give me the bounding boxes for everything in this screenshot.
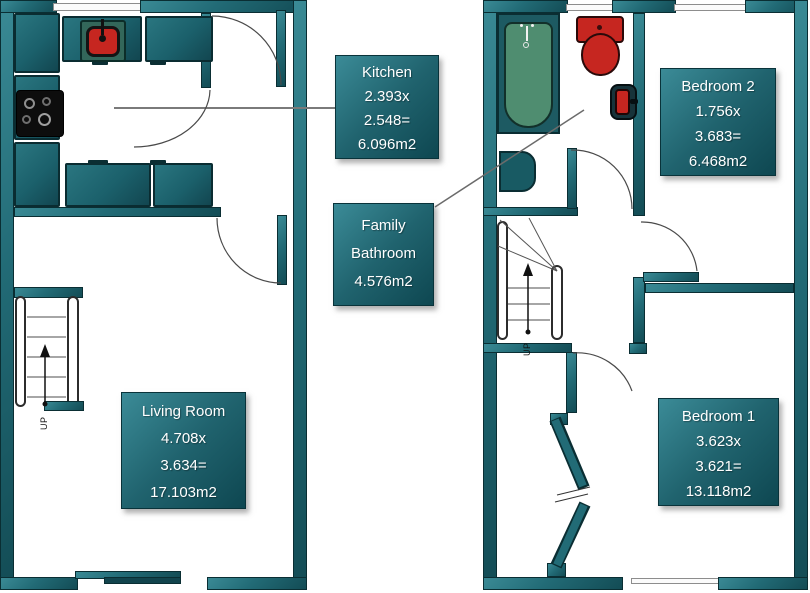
hob-burner	[38, 113, 51, 126]
gf-wall-bottom-1	[0, 577, 78, 590]
gf-kitchen-divider-wall	[14, 207, 221, 217]
bedroom2-label-name: Bedroom 2	[681, 78, 755, 95]
bedroom1-label-name: Bedroom 1	[681, 408, 756, 425]
bedroom-divider-wall	[645, 283, 794, 293]
bathroom-label-area: 4.576m2	[354, 273, 413, 290]
ff-wall-left	[483, 0, 497, 590]
bathtub-faucet-dot	[520, 24, 523, 27]
ff-wall-top-2	[612, 0, 676, 13]
stairs-rail	[15, 296, 26, 407]
bathroom-label-name2: Bathroom	[350, 245, 417, 262]
ff-window-top-2	[674, 4, 747, 11]
ff-wall-bottom-2	[718, 577, 808, 590]
ff-wall-bottom-1	[483, 577, 623, 590]
gf-stairs-top-wall	[14, 287, 83, 298]
bathtub-faucet	[526, 26, 528, 41]
stairwell-sloped-wall	[549, 416, 591, 569]
kitchen-label-dim1: 2.393x	[364, 88, 410, 105]
kitchen-cabinet	[145, 16, 213, 62]
sink-faucet-drain	[99, 35, 106, 42]
gf-stairs-treads	[27, 316, 66, 398]
radiator	[499, 151, 536, 192]
stairs-up-label: UP	[39, 416, 49, 430]
ff-window-top-1	[566, 4, 614, 11]
hob-burner	[24, 98, 35, 109]
livingroom-label-name: Living Room	[141, 403, 226, 420]
hob-burner	[42, 97, 51, 106]
bedroom2-door-arc	[640, 221, 698, 272]
bedroom1-wall-stub	[566, 352, 577, 413]
livingroom-door-arc	[216, 217, 282, 284]
livingroom-label-dim2: 3.634=	[160, 457, 207, 474]
ff-wall-top-1	[483, 0, 568, 13]
gf-livingroom-door-leaf	[277, 215, 287, 285]
stairs-rail	[551, 265, 563, 340]
gf-wall-right	[293, 0, 307, 590]
sink-faucet	[101, 19, 104, 35]
stairwell-zigzag-stub-top	[550, 413, 568, 425]
gf-wall-bottom-2	[207, 577, 307, 590]
kitchen-cabinet	[14, 142, 60, 207]
ff-window-bottom	[631, 578, 720, 584]
bedroom1-label-dim1: 3.623x	[695, 433, 742, 450]
bedroom1-door-arc	[572, 352, 633, 392]
basin-tap	[630, 99, 638, 104]
stairs-rail	[67, 296, 79, 407]
gf-wall-left	[0, 0, 14, 590]
bedroom2-label-dim1: 1.756x	[695, 103, 741, 120]
cabinet-handle	[150, 160, 166, 165]
livingroom-label-area: 17.103m2	[150, 484, 217, 501]
bedroom1-label-area: 13.118m2	[685, 483, 752, 500]
bathroom-door-leaf	[567, 148, 577, 209]
stairs-up-label: UP	[522, 342, 532, 356]
kitchen-label: Kitchen 2.393x 2.548= 6.096m2	[335, 55, 439, 159]
landing-divider-wall	[633, 277, 645, 343]
bathroom-door-arc	[570, 149, 633, 210]
bathroom-bottom-wall	[483, 207, 578, 216]
livingroom-label-dim1: 4.708x	[160, 430, 207, 447]
landing-bottom-wall	[483, 343, 572, 353]
stairs-rail	[497, 221, 508, 340]
ff-wall-right	[794, 0, 808, 590]
bedroom2-label-area: 6.468m2	[688, 153, 748, 170]
hob-burner	[22, 115, 31, 124]
kitchen-label-dim2: 2.548=	[363, 112, 411, 129]
bedroom2-label: Bedroom 2 1.756x 3.683= 6.468m2	[660, 68, 776, 176]
cabinet-handle	[150, 60, 166, 65]
kitchen-door-arc	[133, 89, 211, 148]
toilet-bowl	[581, 33, 620, 76]
ff-stairs-treads	[508, 287, 550, 321]
toilet-button	[597, 25, 602, 30]
bedroom1-label-dim2: 3.621=	[695, 458, 742, 475]
gf-patio-door-panel-2	[104, 577, 181, 584]
gf-doorway-stub	[276, 10, 286, 87]
backdoor-arc	[211, 15, 282, 86]
cabinet-handle	[88, 160, 108, 165]
living-room-label: Living Room 4.708x 3.634= 17.103m2	[121, 392, 246, 509]
kitchen-label-area: 6.096m2	[357, 136, 417, 153]
bedroom2-door-leaf	[643, 272, 699, 282]
kitchen-cabinet	[153, 163, 213, 207]
family-bathroom-label: Family Bathroom 4.576m2	[333, 203, 434, 306]
bathtub-faucet-dot	[531, 24, 534, 27]
landing-divider-stub	[629, 343, 647, 354]
bathtub-drain	[523, 42, 529, 48]
basin	[615, 89, 630, 115]
bedroom1-label: Bedroom 1 3.623x 3.621= 13.118m2	[658, 398, 779, 506]
gf-kitchen-window	[53, 3, 142, 11]
bathtub	[504, 22, 553, 128]
kitchen-cabinet	[65, 163, 151, 207]
gf-stairs-up-arrow	[40, 344, 50, 407]
bathroom-label-name1: Family	[361, 217, 406, 234]
ff-stairs-up-arrow	[523, 263, 533, 335]
cabinet-handle	[92, 60, 108, 65]
bedroom2-label-dim2: 3.683=	[694, 128, 742, 145]
gf-wall-top-1	[0, 0, 57, 13]
stairwell-zigzag-stub-bottom	[547, 563, 566, 577]
kitchen-label-name: Kitchen	[361, 64, 413, 81]
kitchen-cabinet	[14, 13, 60, 73]
